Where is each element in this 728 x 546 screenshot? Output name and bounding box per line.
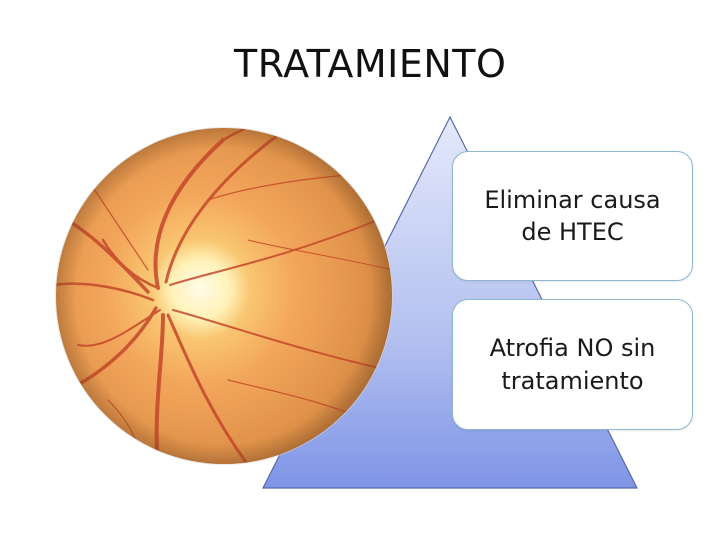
pyramid-item-label: Atrofia NO sin tratamiento — [489, 334, 656, 395]
slide-title: TRATAMIENTO — [234, 42, 507, 86]
pyramid-item-atrofia: Atrofia NO sin tratamiento — [452, 299, 693, 430]
pyramid-item-label: Eliminar causa de HTEC — [484, 185, 661, 246]
pyramid-item-eliminar-causa: Eliminar causa de HTEC — [452, 151, 693, 281]
optic-disc-fundus-image — [55, 127, 393, 465]
